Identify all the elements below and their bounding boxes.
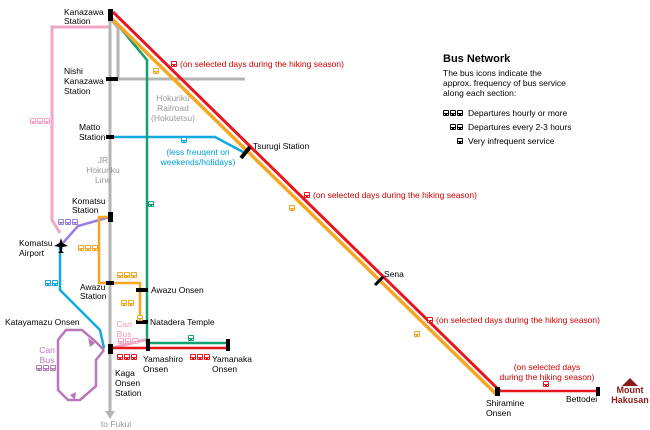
station-marker-tsurugi[interactable]: [239, 145, 252, 160]
legend-title: Bus Network: [443, 53, 511, 65]
pink-line-kanazawa-komatsu: [50, 25, 110, 234]
bus-icon-cluster: [58, 219, 78, 225]
station-marker-kanazawa[interactable]: [108, 9, 113, 21]
station-marker-awazu-st[interactable]: [106, 281, 114, 285]
bus-icon-cluster: [30, 118, 50, 124]
legend-bus-icon-1: [457, 138, 463, 144]
station-marker-bettodei[interactable]: [596, 387, 600, 396]
bus-icon-cluster: [36, 365, 56, 371]
purple-arrow-1: [88, 338, 95, 347]
legend-hourly: Departures hourly or more: [468, 108, 567, 118]
bus-icon: [289, 205, 295, 211]
bus-icon-cluster: [121, 300, 134, 306]
orange-line-diagonal: [108, 15, 499, 397]
label-katayamazu: Katayamazu Onsen: [5, 317, 80, 327]
label-sena: Sena: [384, 269, 404, 279]
station-marker-yamashiro[interactable]: [146, 339, 150, 351]
bus-icon-cluster: [190, 354, 210, 360]
label-tsurugi: Tsurugi Station: [253, 141, 309, 151]
station-marker-shiramine[interactable]: [495, 387, 500, 396]
bus-icon: [181, 137, 187, 143]
blue-line: [110, 135, 246, 155]
station-marker-natadera[interactable]: [136, 320, 148, 324]
legend-bus-icon-3: [443, 110, 463, 116]
label-awazu-onsen: Awazu Onsen: [151, 285, 204, 295]
station-marker-awazu-onsen[interactable]: [136, 288, 148, 292]
legend-bus-icon-2: [450, 124, 463, 130]
purple-arrow-2: [70, 392, 76, 400]
bus-icon-cluster: [117, 354, 137, 360]
label-natadera: Natadera Temple: [150, 317, 215, 327]
bus-icon-cluster: [45, 280, 58, 286]
label-bettodei: Bettodei: [566, 394, 597, 404]
mountain-icon: [622, 378, 638, 386]
station-marker-matto[interactable]: [106, 135, 114, 139]
blue-line-airport: [58, 246, 106, 349]
to-fukui-arrow: [105, 411, 115, 419]
bus-icon-cluster: [78, 245, 98, 251]
orange-line-komatsu: [97, 215, 110, 285]
bus-icon: [188, 335, 194, 341]
note-hiking-2: (on selected days during the hiking seas…: [313, 190, 477, 200]
bus-icon: [171, 61, 177, 67]
bus-icon-cluster: [117, 272, 137, 278]
bus-icon: [137, 315, 143, 321]
bus-icon: [414, 331, 420, 337]
red-line-diagonal: [111, 10, 502, 393]
station-marker-komatsu[interactable]: [108, 212, 113, 222]
station-marker-yamanaka[interactable]: [226, 339, 230, 351]
bus-icon: [153, 68, 159, 74]
station-marker-kaga[interactable]: [108, 344, 113, 354]
bus-icon: [148, 201, 154, 207]
note-hiking-1: (on selected days during the hiking seas…: [180, 59, 344, 69]
note-hiking-3: (on selected days during the hiking seas…: [436, 315, 600, 325]
purple-can-bus-loop: [56, 328, 105, 402]
legend-infrequent: Very infrequent service: [468, 136, 555, 146]
label-to-fukui: to Fukui: [101, 419, 131, 429]
bus-icon: [427, 317, 433, 323]
bus-icon: [304, 192, 310, 198]
station-marker-sena[interactable]: [373, 275, 385, 287]
station-marker-nishi[interactable]: [106, 77, 118, 81]
legend-two-three: Departures every 2-3 hours: [468, 122, 571, 132]
airplane-icon: [54, 238, 68, 253]
